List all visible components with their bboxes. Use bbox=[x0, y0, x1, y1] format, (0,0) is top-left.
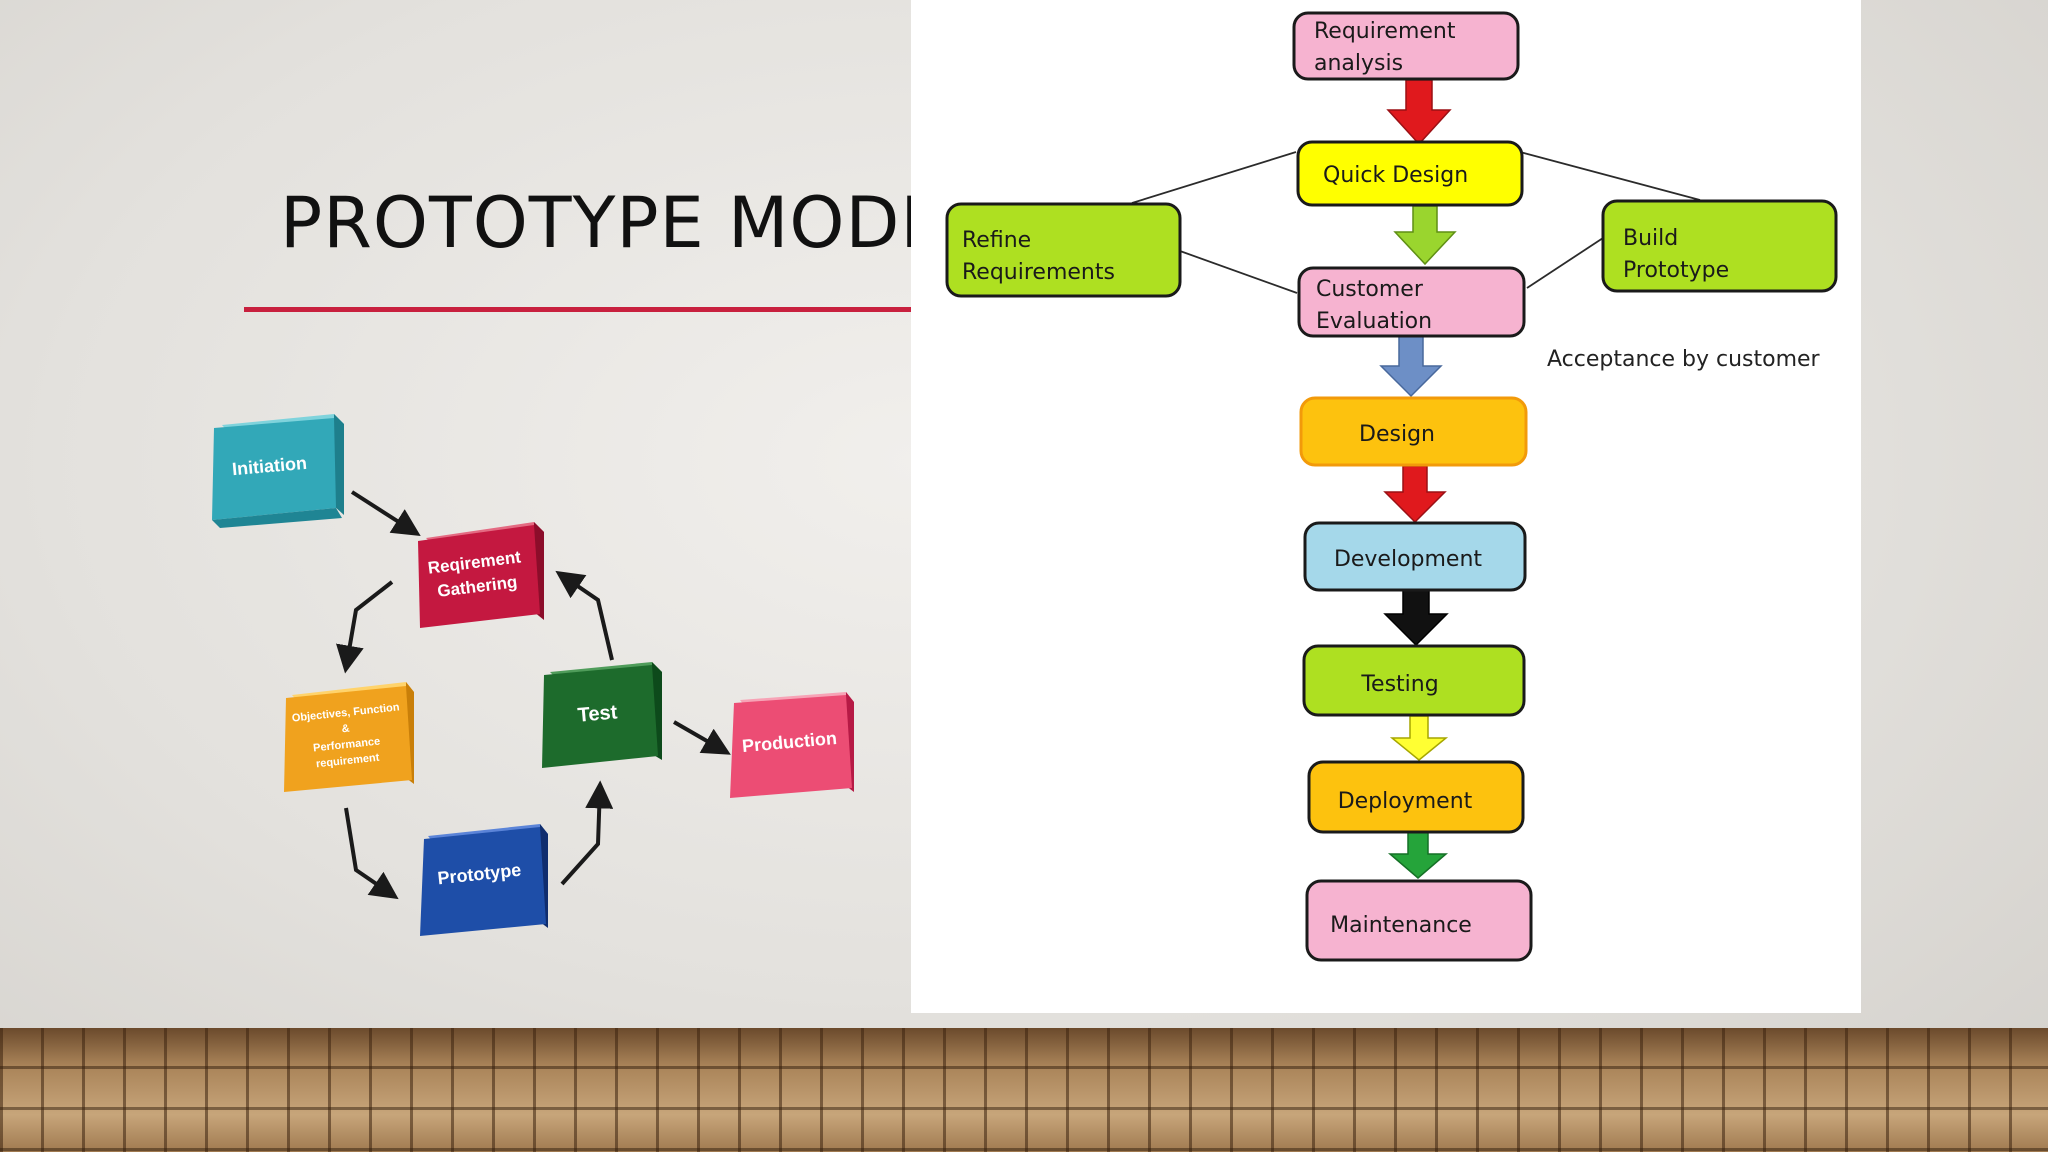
flow-connectors bbox=[1131, 151, 1701, 294]
arrow-quick-design-to-evaluation bbox=[1393, 205, 1457, 266]
arrow-analysis-to-quick-design bbox=[1386, 79, 1452, 146]
box-build-prototype: Build Prototype bbox=[1601, 199, 1838, 293]
title-underline bbox=[244, 307, 911, 312]
box-quick-design: Quick Design bbox=[1296, 140, 1524, 207]
cycle-block-objectives: Objectives, Function & Performance requi… bbox=[284, 682, 414, 792]
testing-label: Testing bbox=[1360, 672, 1438, 697]
requirement-analysis-line-2: analysis bbox=[1314, 51, 1403, 76]
box-testing: Testing bbox=[1302, 644, 1526, 717]
box-customer-evaluation: Customer Evaluation bbox=[1297, 266, 1526, 338]
objectives-label-2: & bbox=[341, 723, 350, 736]
cycle-block-production: Production bbox=[730, 692, 854, 798]
slide-title: PROTOTYPE MODEL bbox=[280, 182, 986, 264]
cycle-block-initiation: Initiation bbox=[212, 414, 344, 528]
arrow-development-to-testing bbox=[1383, 589, 1449, 647]
box-design: Design bbox=[1299, 396, 1528, 467]
box-requirement-analysis: Requirement analysis bbox=[1292, 11, 1520, 81]
arrow-evaluation-to-design bbox=[1379, 335, 1443, 398]
arrow-test-to-gathering bbox=[555, 570, 614, 661]
wooden-floor bbox=[0, 1028, 2048, 1152]
cycle-block-requirement-gathering: Reqirement Gathering bbox=[418, 522, 544, 628]
arrow-prototype-to-test bbox=[560, 780, 614, 886]
build-prototype-line-2: Prototype bbox=[1623, 258, 1729, 283]
cycle-block-prototype: Prototype bbox=[420, 824, 548, 936]
box-deployment: Deployment bbox=[1307, 760, 1525, 834]
requirement-analysis-line-1: Requirement bbox=[1314, 19, 1456, 44]
arrow-initiation-to-gathering bbox=[350, 490, 421, 537]
arrow-deployment-to-maintenance bbox=[1387, 831, 1449, 879]
refine-requirements-line-1: Refine bbox=[962, 228, 1031, 253]
box-maintenance: Maintenance bbox=[1305, 879, 1533, 962]
arrow-test-to-production bbox=[673, 720, 731, 755]
development-label: Development bbox=[1334, 547, 1482, 572]
build-prototype-line-1: Build bbox=[1623, 226, 1678, 251]
cycle-block-test: Test bbox=[542, 662, 662, 768]
arrow-objectives-to-prototype bbox=[344, 807, 399, 900]
arrow-gathering-to-objectives bbox=[336, 580, 394, 674]
flow-arrows bbox=[1379, 79, 1457, 879]
box-refine-requirements: Refine Requirements bbox=[945, 202, 1182, 298]
deployment-label: Deployment bbox=[1338, 789, 1473, 814]
test-label: Test bbox=[577, 701, 619, 726]
customer-evaluation-line-2: Evaluation bbox=[1316, 309, 1432, 334]
customer-evaluation-line-1: Customer bbox=[1316, 277, 1424, 302]
arrow-testing-to-deployment bbox=[1389, 715, 1449, 761]
arrow-design-to-development bbox=[1383, 465, 1447, 524]
refine-requirements-line-2: Requirements bbox=[962, 260, 1115, 285]
design-label: Design bbox=[1359, 422, 1435, 447]
maintenance-label: Maintenance bbox=[1330, 913, 1472, 938]
box-development: Development bbox=[1303, 521, 1527, 592]
acceptance-note: Acceptance by customer bbox=[1547, 347, 1821, 372]
cycle-arrows bbox=[336, 490, 731, 900]
quick-design-label: Quick Design bbox=[1323, 163, 1468, 188]
